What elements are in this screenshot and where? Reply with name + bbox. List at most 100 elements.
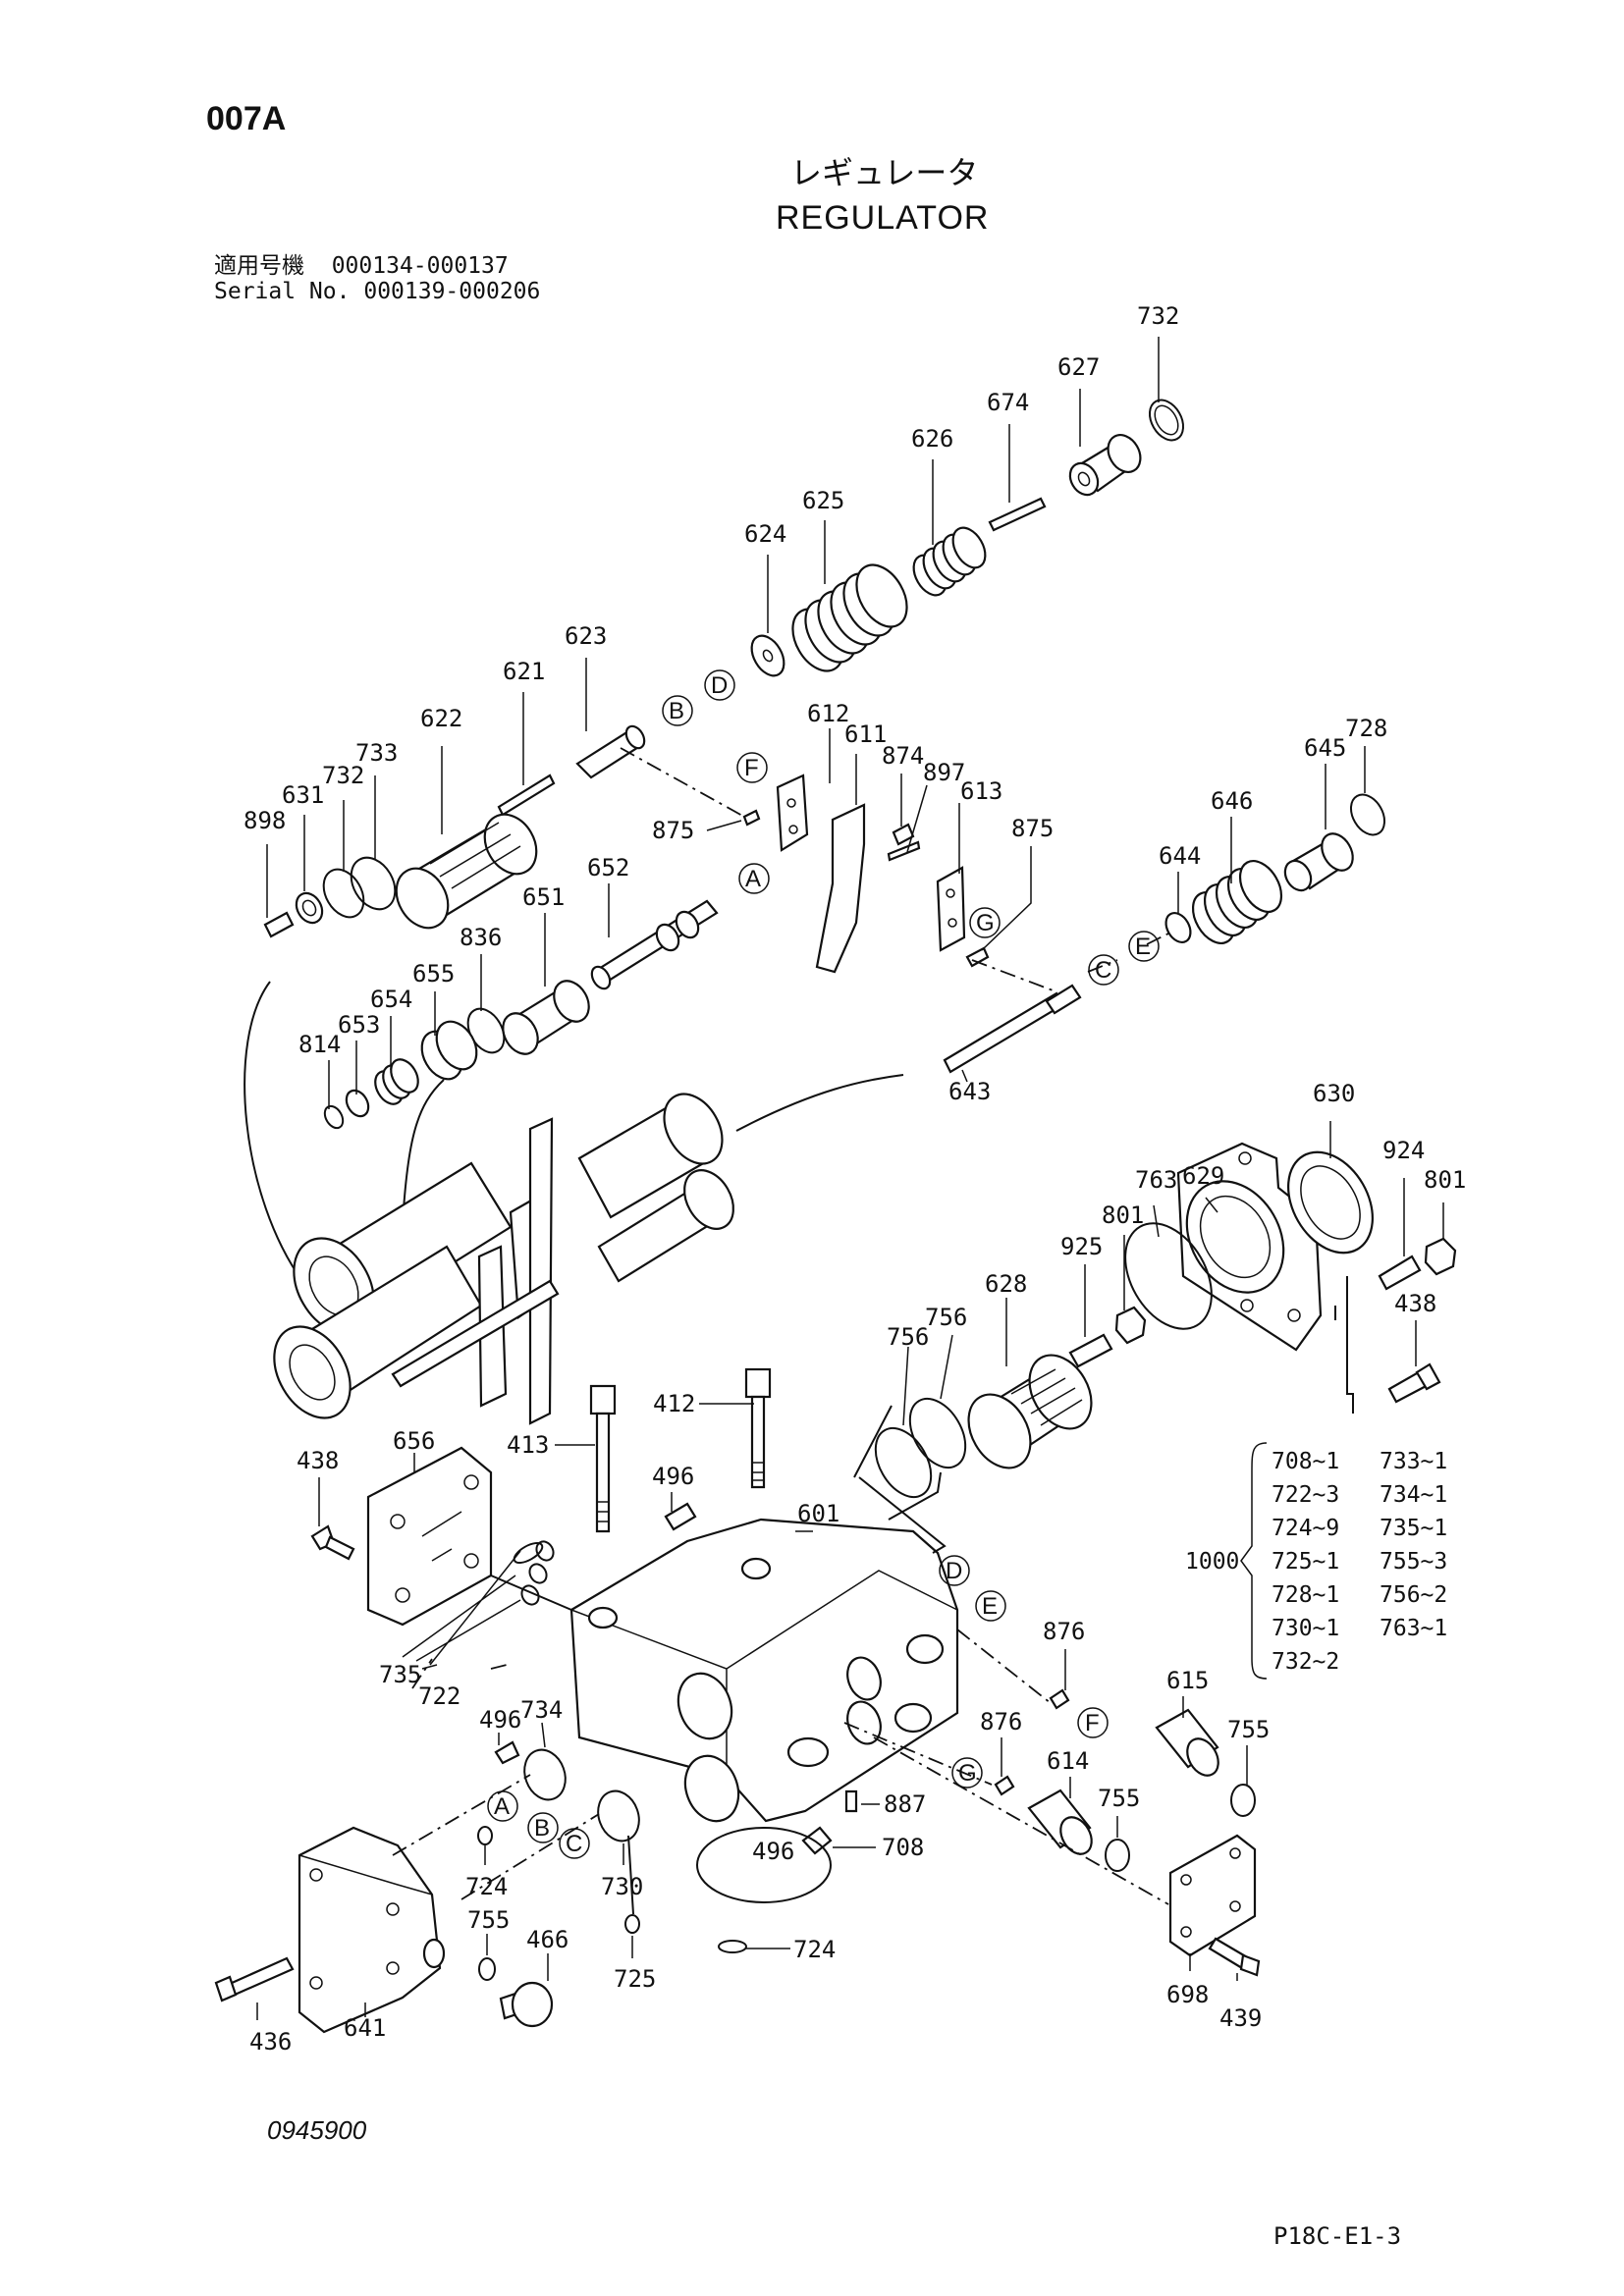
label-875-left: 875	[652, 817, 694, 844]
label-641: 641	[344, 2014, 386, 2042]
label-622: 622	[420, 705, 462, 732]
o-ring-755-mid	[1105, 1839, 1130, 1872]
plug-615	[1155, 1708, 1219, 1777]
spring-646	[1191, 860, 1283, 944]
callout-g-top: G	[969, 907, 1001, 938]
pin-897	[887, 840, 921, 862]
label-924: 924	[1382, 1137, 1425, 1164]
o-ring-725	[624, 1914, 640, 1934]
pin-876-top	[1049, 1688, 1070, 1710]
o-rings-735-722	[402, 1540, 555, 1666]
sleeve-622	[395, 813, 538, 930]
label-413: 413	[507, 1431, 549, 1459]
label-756-upper: 756	[925, 1304, 967, 1331]
spring-654	[374, 1058, 419, 1105]
label-898: 898	[244, 807, 286, 834]
kit-number: 1000	[1185, 1549, 1239, 1575]
bolt-412	[744, 1367, 772, 1489]
plug-645	[1283, 832, 1354, 892]
rod-643	[943, 984, 1082, 1074]
pin-898	[263, 911, 295, 938]
serial-row: Serial No. 000139-000206	[214, 281, 540, 303]
label-708: 708	[882, 1834, 924, 1861]
pin-875-right	[965, 946, 990, 968]
callout-f-top: F	[736, 752, 768, 783]
assembled-view	[244, 981, 904, 1425]
o-ring-734	[523, 1748, 567, 1801]
label-887: 887	[884, 1790, 926, 1818]
plug-627	[1068, 434, 1142, 497]
centerline-656	[411, 1658, 512, 1689]
kit-item-r2-c0: 724~9	[1272, 1516, 1339, 1541]
kit-item-r0-c1: 733~1	[1380, 1449, 1447, 1474]
label-624: 624	[744, 520, 786, 548]
kit-item-r4-c0: 728~1	[1272, 1582, 1339, 1608]
label-698: 698	[1166, 1981, 1209, 2008]
label-722: 722	[418, 1682, 460, 1710]
pin-887	[844, 1789, 858, 1813]
casing-601	[569, 1518, 959, 1823]
title-english: REGULATOR	[776, 199, 990, 237]
label-836: 836	[460, 924, 502, 951]
label-925: 925	[1060, 1233, 1103, 1260]
label-755-mid: 755	[1098, 1785, 1140, 1812]
label-496-top: 496	[652, 1463, 694, 1490]
o-ring-732-top	[1148, 399, 1185, 442]
label-629: 629	[1182, 1162, 1224, 1190]
label-625: 625	[802, 487, 844, 514]
label-623: 623	[565, 622, 607, 650]
spring-seat-655	[420, 1020, 478, 1081]
nut-801-left	[1114, 1306, 1147, 1345]
spool-652	[590, 899, 719, 990]
svg-text:G: G	[976, 910, 995, 936]
kit-item-r5-c1: 763~1	[1380, 1616, 1447, 1641]
bolt-438-right	[1387, 1362, 1441, 1404]
kit-brace	[1240, 1442, 1268, 1680]
label-763: 763	[1135, 1166, 1177, 1194]
label-814: 814	[298, 1031, 341, 1058]
label-654: 654	[370, 986, 412, 1013]
sleeve-651	[502, 980, 590, 1055]
adjusting-sleeve-628	[967, 1354, 1093, 1469]
label-874: 874	[882, 742, 924, 770]
callout-e-bottom: E	[975, 1590, 1006, 1622]
cover-629	[1176, 1142, 1323, 1352]
svg-text:A: A	[494, 1793, 510, 1820]
centerline-a	[392, 1774, 531, 1856]
kit-item-r3-c1: 755~3	[1380, 1549, 1447, 1575]
bolt-438-left	[310, 1524, 355, 1561]
label-612: 612	[807, 700, 849, 727]
snap-ring-814	[323, 1104, 345, 1130]
o-ring-755-right	[1230, 1784, 1256, 1817]
callout-c-top: C	[1088, 954, 1119, 986]
label-627: 627	[1057, 353, 1100, 381]
svg-text:A: A	[745, 866, 761, 892]
centerline-g	[843, 1722, 993, 1786]
label-439: 439	[1219, 2004, 1262, 2032]
pin-874	[892, 823, 915, 846]
callout-b-bottom: B	[527, 1812, 559, 1843]
spring-625	[791, 563, 908, 672]
spring-626	[912, 526, 987, 597]
set-screw-925	[1068, 1333, 1113, 1368]
o-ring-756-b	[874, 1426, 933, 1499]
label-630: 630	[1313, 1080, 1355, 1107]
kit-1000-list: 1000 708~1 733~1 722~3 734~1 724~9 735~1…	[1185, 1442, 1447, 1680]
label-438-left: 438	[297, 1447, 339, 1474]
cover-641	[298, 1826, 446, 2034]
callout-c-bottom: C	[559, 1828, 590, 1859]
label-651: 651	[522, 883, 565, 911]
serial-jp-value: 000134-000137	[331, 253, 509, 279]
label-876-top: 876	[1043, 1618, 1085, 1645]
plug-614	[1027, 1789, 1093, 1855]
kit-item-r2-c1: 735~1	[1380, 1516, 1447, 1541]
washer-653	[345, 1089, 370, 1118]
label-733: 733	[355, 739, 398, 767]
o-ring-728	[1349, 793, 1386, 836]
label-644: 644	[1159, 842, 1201, 870]
part-labels: 732 627 674 626 625 624 623 621 622 733 …	[244, 302, 1466, 2056]
svg-text:F: F	[1085, 1710, 1100, 1736]
label-734: 734	[520, 1696, 563, 1724]
label-615: 615	[1166, 1667, 1209, 1694]
leader-lines	[256, 337, 1444, 2020]
